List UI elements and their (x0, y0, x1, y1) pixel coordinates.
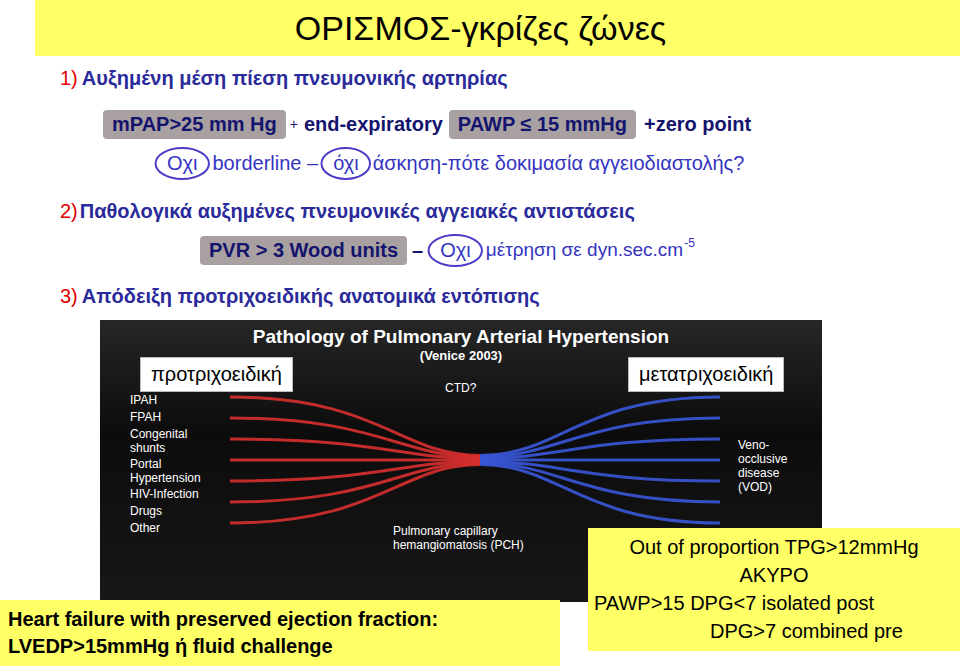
slide-text: end-expiratory (304, 113, 443, 136)
label-holder: Παθολογικά αυξημένες πνευμονικές αγγειακ… (80, 200, 635, 223)
circle-stroke (156, 148, 209, 179)
figure-label: Pulmonary capillary hemangiomatosis (PCH… (393, 524, 543, 552)
highlight-box: PAWP ≤ 15 mmHg (449, 110, 636, 139)
slide-text: borderline – (213, 152, 319, 175)
slide-text: +zero point (644, 113, 751, 136)
arterial-vessel (230, 465, 480, 524)
note-box: Heart failure with preserved ejection fr… (0, 600, 560, 666)
venous-vessel (480, 418, 720, 457)
figure-label: HIV-Infection (130, 487, 199, 501)
label-holder: HIV-Infection (130, 487, 199, 501)
figure-label: Other (130, 521, 160, 535)
note-line: ΑΚΥΡΟ (588, 564, 960, 587)
note-box: Out of proportion TPG>12mmHgΑΚΥΡΟ PAWP>15… (588, 528, 960, 651)
circled-word: όχι (321, 147, 371, 180)
label-holder: Drugs (130, 504, 162, 518)
text-holder: DPG>7 combined pre (710, 620, 903, 643)
circled-word: Οχι (155, 147, 210, 180)
arterial-vessel (230, 439, 480, 459)
label-holder: FPAH (130, 410, 161, 424)
label-holder: +zero point (644, 113, 751, 136)
label-holder: -5 (684, 236, 695, 250)
label-holder: Αυξημένη μέση πίεση πνευμονικής αρτηρίας (82, 67, 508, 90)
title-band: ΟΡΙΣΜΟΣ-γκρίζες ζώνες (35, 0, 960, 56)
slide-title: ΟΡΙΣΜΟΣ-γκρίζες ζώνες (35, 0, 960, 56)
figure-label: CTD? (445, 381, 476, 395)
circle-stroke (429, 235, 482, 266)
label-holder: 2) (60, 200, 78, 223)
figure-label: Drugs (130, 504, 162, 518)
box-text: προτριχοειδική (151, 363, 282, 386)
label-holder: Απόδειξη προτριχοειδικής ανατομικά εντόπ… (82, 285, 540, 308)
circled-word: Οχι (428, 234, 483, 267)
venous-vessel (480, 439, 720, 459)
label-holder: CTD? (445, 381, 476, 395)
arterial-vessel (230, 459, 480, 462)
label-holder: Veno-occlusive disease (VOD) (738, 438, 813, 494)
note-line: DPG>7 combined pre (710, 620, 903, 643)
slide-text: Αυξημένη μέση πίεση πνευμονικής αρτηρίας (82, 67, 508, 90)
label-holder: + (290, 116, 298, 132)
label-holder: Other (130, 521, 160, 535)
label-holder: Congenital shunts (130, 427, 210, 455)
slide-text: + (290, 116, 298, 132)
note-line: PAWP>15 DPG<7 isolated post (594, 592, 874, 615)
slide-text: – (412, 239, 423, 262)
arterial-vessel (230, 418, 480, 457)
slide-text: Απόδειξη προτριχοειδικής ανατομικά εντόπ… (82, 285, 540, 308)
box-text: PVR > 3 Wood units (209, 239, 398, 262)
label-box: μετατριχοειδική (628, 357, 784, 392)
figure-title: Pathology of Pulmonary Arterial Hyperten… (100, 320, 822, 348)
figure-label: Congenital shunts (130, 427, 210, 455)
figure-label: Veno-occlusive disease (VOD) (738, 438, 813, 494)
circled-text: Οχι (167, 152, 198, 175)
text-holder: PAWP>15 DPG<7 isolated post (594, 592, 874, 615)
highlight-box: mPAP>25 mm Hg (103, 110, 286, 139)
box-text: PAWP ≤ 15 mmHg (458, 113, 627, 136)
slide-text: 3) (60, 285, 78, 308)
circled-text: όχι (333, 152, 359, 175)
slide-text: 2) (60, 200, 78, 223)
label-holder: Pulmonary capillary hemangiomatosis (PCH… (393, 524, 543, 552)
label-holder: άσκηση-πότε δοκιμασία αγγειοδιαστολής? (373, 152, 745, 175)
box-text: Heart failure with preserved ejection fr… (8, 606, 552, 633)
box-text: mPAP>25 mm Hg (112, 113, 277, 136)
text-holder: ΑΚΥΡΟ (588, 564, 960, 587)
arterial-vessel (230, 462, 480, 482)
box-text: μετατριχοειδική (639, 363, 773, 386)
venous-vessel (480, 459, 720, 462)
label-holder: borderline – (213, 152, 319, 175)
circled-text: Οχι (440, 239, 471, 262)
label-holder: μέτρηση σε dyn.sec.cm (486, 239, 683, 261)
slide-text: άσκηση-πότε δοκιμασία αγγειοδιαστολής? (373, 152, 745, 175)
highlight-box: PVR > 3 Wood units (200, 236, 407, 265)
label-holder: 1) (60, 67, 78, 90)
slide-text: Παθολογικά αυξημένες πνευμονικές αγγειακ… (80, 200, 635, 223)
box-text: LVEDP>15mmHg ή fluid challenge (8, 633, 552, 660)
label-box: προτριχοειδική (140, 357, 293, 392)
slide-text: -5 (684, 236, 695, 250)
slide-text: μέτρηση σε dyn.sec.cm (486, 239, 683, 261)
figure-label: IPAH (130, 393, 157, 407)
figure-label: FPAH (130, 410, 161, 424)
figure-label: Portal Hypertension (130, 457, 210, 485)
label-holder: – (412, 239, 423, 262)
circle-stroke (322, 148, 371, 179)
slide-text: 1) (60, 67, 78, 90)
label-holder: IPAH (130, 393, 157, 407)
label-holder: 3) (60, 285, 78, 308)
text-holder: Out of proportion TPG>12mmHg (588, 536, 960, 559)
venous-vessel (480, 465, 720, 524)
label-holder: Portal Hypertension (130, 457, 210, 485)
note-line: Out of proportion TPG>12mmHg (588, 536, 960, 559)
label-holder: end-expiratory (304, 113, 443, 136)
